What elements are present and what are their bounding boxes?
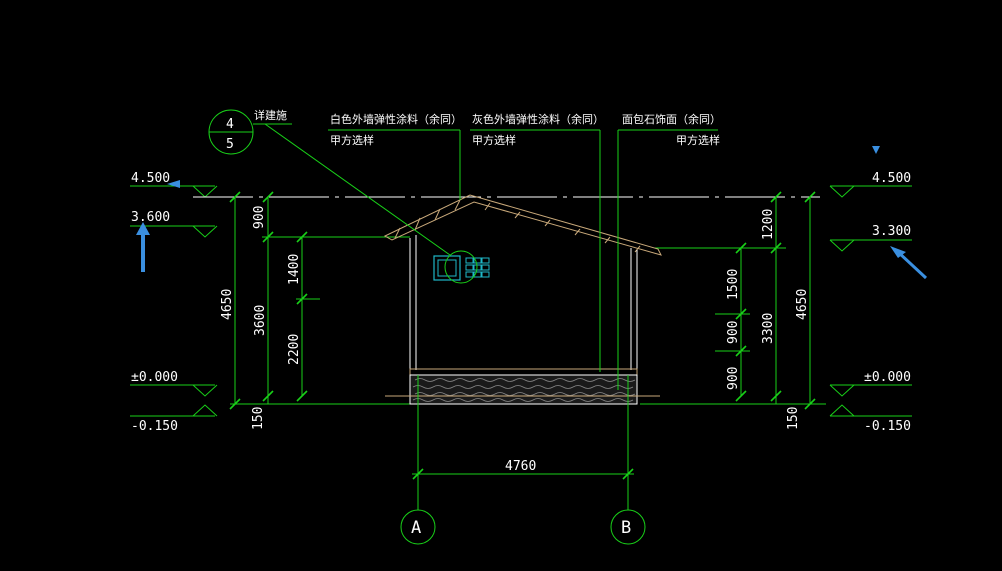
dim-right-1200: 1200: [761, 209, 776, 240]
dim-right-900b: 900: [726, 367, 741, 390]
dim-left-900: 900: [252, 206, 267, 229]
level-label-left-neg0150: -0.150: [131, 419, 178, 434]
detail-reference-bubble: [208, 109, 478, 284]
dim-right-3300: 3300: [761, 313, 776, 344]
callout-1-line2: 甲方选样: [330, 133, 374, 147]
level-label-left-3600: 3.600: [131, 210, 170, 225]
callout-2-line2: 甲方选样: [472, 133, 516, 147]
material-callout-leaders: [328, 129, 718, 390]
dim-span-4760: 4760: [505, 459, 536, 474]
axis-label-b: B: [621, 518, 631, 538]
dim-left-3600: 3600: [253, 305, 268, 336]
left-dimension-lines: [229, 191, 410, 410]
level-label-left-0000: ±0.000: [131, 370, 178, 385]
building-elevation: [383, 194, 662, 405]
axis-grid-lines: [400, 375, 646, 545]
dim-right-1500: 1500: [726, 269, 741, 300]
dim-left-4650: 4650: [220, 289, 235, 320]
level-label-right-3300: 3.300: [872, 224, 911, 239]
detail-ref-top: 4: [226, 117, 234, 132]
detail-ref-note: 详建施: [254, 108, 287, 122]
level-label-right-0000: ±0.000: [864, 370, 911, 385]
callout-1-line1: 白色外墙弹性涂料（余同）: [330, 112, 462, 126]
dim-right-4650: 4650: [795, 289, 810, 320]
level-label-right-neg0150: -0.150: [864, 419, 911, 434]
dim-left-150: 150: [251, 407, 266, 430]
level-label-right-4500: 4.500: [872, 171, 911, 186]
callout-2-line1: 灰色外墙弹性涂料（余同）: [472, 112, 604, 126]
detail-ref-bottom: 5: [226, 137, 234, 152]
dim-right-150: 150: [786, 407, 801, 430]
callout-3-line1: 面包石饰面（余同）: [622, 112, 721, 126]
cursor-arrow-icon: [136, 146, 928, 280]
dim-right-900a: 900: [726, 321, 741, 344]
right-level-markers: [829, 185, 912, 417]
callout-3-line2: 甲方选样: [676, 133, 720, 147]
axis-label-a: A: [411, 518, 421, 538]
level-label-left-4500: 4.500: [131, 171, 170, 186]
dim-left-2200: 2200: [287, 334, 302, 365]
right-dimension-lines: [640, 191, 826, 410]
dim-left-1400: 1400: [287, 254, 302, 285]
